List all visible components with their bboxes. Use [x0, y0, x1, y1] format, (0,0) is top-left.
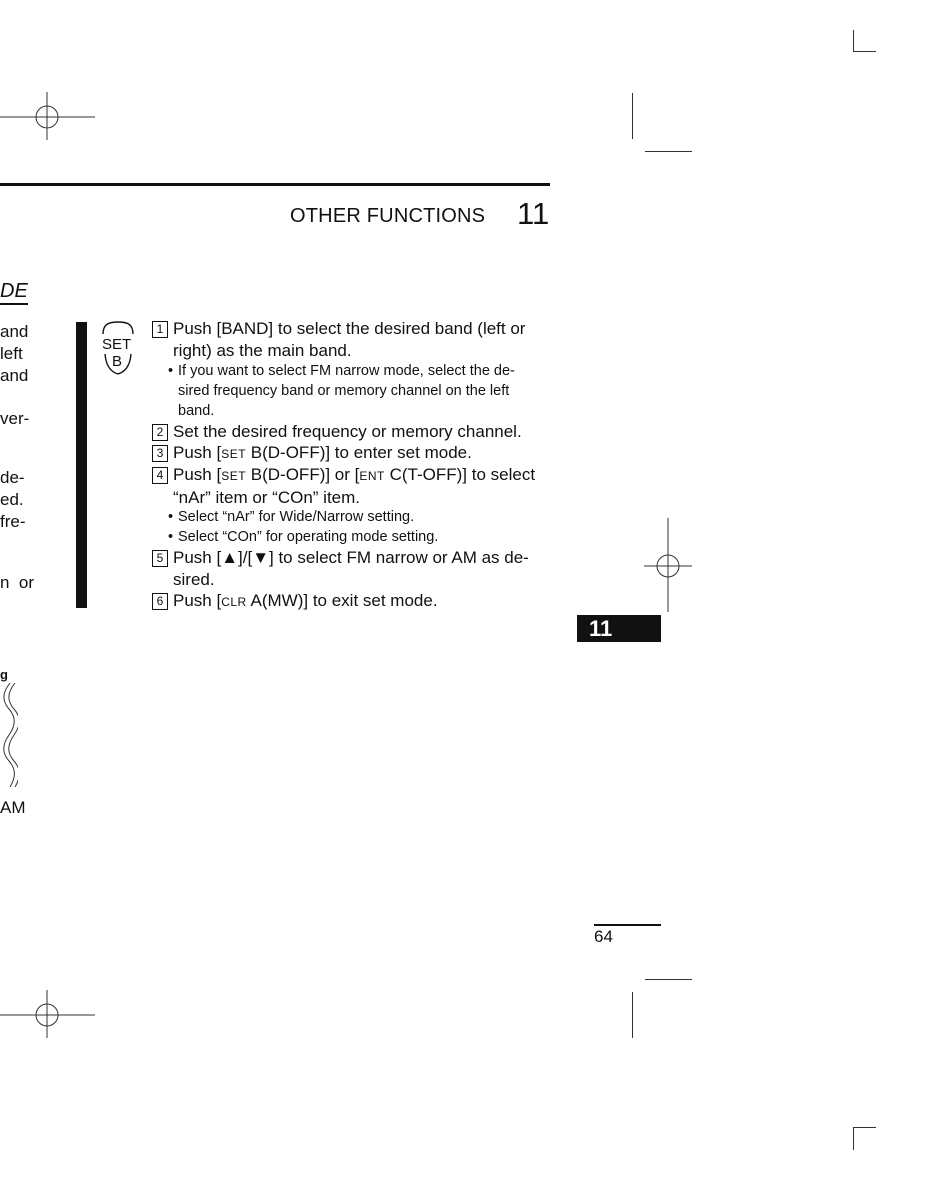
crop-mark: [853, 1127, 876, 1128]
step-number: 2: [152, 424, 168, 441]
note-bullet: • If you want to select FM narrow mode, …: [168, 361, 550, 421]
step-number: 3: [152, 445, 168, 462]
chapter-tab-label: 11: [589, 616, 613, 641]
section-title: OTHER FUNCTIONS: [290, 205, 486, 227]
wave-break-icon: [3, 683, 18, 787]
key-sublabel: B: [112, 353, 123, 370]
step-number: 4: [152, 467, 168, 484]
fragment-heading: DE: [0, 280, 28, 305]
crop-mark: [632, 992, 633, 1038]
step-4: 4 Push [SET B(D-OFF)] or [ENT C(T-OFF)] …: [152, 464, 552, 509]
step-number: 6: [152, 593, 168, 610]
fragment-line: left: [0, 344, 23, 363]
fragment-line: and: [0, 366, 29, 385]
step-1: 1 Push [BAND] to select the desired band…: [152, 318, 552, 362]
step-line: Push [▲]/[▼] to select FM narrow or AM a…: [173, 548, 529, 567]
fragment-line: fre-: [0, 512, 26, 531]
step-text: Push [SET B(D-OFF)] or [ENT C(T-OFF)] to…: [173, 465, 536, 507]
step-3: 3 Push [SET B(D-OFF)] to enter set mode.: [152, 442, 552, 465]
bullet-text: Select “COn” for operating mode setting.: [178, 529, 439, 545]
set-key-label: SET: [221, 447, 247, 461]
fragment-line: de-: [0, 468, 25, 487]
header-rule: [0, 183, 550, 186]
step-line: Push [BAND] to select the desired band (…: [173, 319, 526, 338]
fragment-line: ed.: [0, 490, 24, 509]
registration-mark-icon: [644, 518, 692, 612]
bullet-text: Select “nAr” for Wide/Narrow setting.: [178, 509, 415, 525]
step-number: 1: [152, 321, 168, 338]
step-line: sired.: [173, 570, 215, 589]
set-key-label: SET: [221, 469, 247, 483]
set-key-icon: SET B: [99, 320, 137, 376]
fragment-line: ver-: [0, 409, 30, 428]
registration-mark-icon: [0, 92, 95, 140]
clr-key-label: CLR: [221, 595, 247, 609]
page-number-rule: [594, 924, 661, 926]
chapter-number: 11: [517, 196, 550, 231]
crop-mark: [645, 151, 692, 152]
page-number: 64: [594, 927, 613, 946]
fragment-line: and: [0, 322, 29, 341]
crop-mark: [632, 93, 633, 139]
step-5: 5 Push [▲]/[▼] to select FM narrow or AM…: [152, 547, 552, 591]
step-number: 5: [152, 550, 168, 567]
fragment-small: g: [0, 667, 8, 682]
fragment-line: n or: [0, 573, 35, 592]
fragment-line: AM: [0, 798, 26, 817]
crop-mark: [853, 30, 854, 51]
crop-mark: [853, 51, 876, 52]
key-label: SET: [102, 336, 132, 353]
step-2: 2 Set the desired frequency or memory ch…: [152, 421, 552, 443]
crop-mark: [853, 1127, 854, 1150]
step-text: Push [CLR A(MW)] to exit set mode.: [173, 591, 438, 610]
bullet-dot: •: [168, 509, 174, 525]
sidebar-bar: [76, 322, 87, 608]
step-text: Push [BAND] to select the desired band (…: [173, 318, 552, 362]
registration-mark-icon: [0, 990, 95, 1038]
note-bullet: • Select “COn” for operating mode settin…: [168, 527, 550, 547]
crop-mark: [645, 979, 692, 980]
step-6: 6 Push [CLR A(MW)] to exit set mode.: [152, 590, 552, 613]
note-bullet: • Select “nAr” for Wide/Narrow setting.: [168, 507, 550, 527]
ent-key-label: ENT: [359, 469, 385, 483]
step-line: right) as the main band.: [173, 341, 352, 360]
chapter-tab: 11: [577, 615, 661, 642]
step-text: Push [SET B(D-OFF)] to enter set mode.: [173, 443, 472, 462]
bullet-text: If you want to select FM narrow mode, se…: [178, 363, 515, 419]
step-text: Push [▲]/[▼] to select FM narrow or AM a…: [173, 547, 552, 591]
step-text: Set the desired frequency or memory chan…: [173, 422, 522, 441]
bullet-dot: •: [168, 363, 174, 379]
bullet-dot: •: [168, 529, 174, 545]
